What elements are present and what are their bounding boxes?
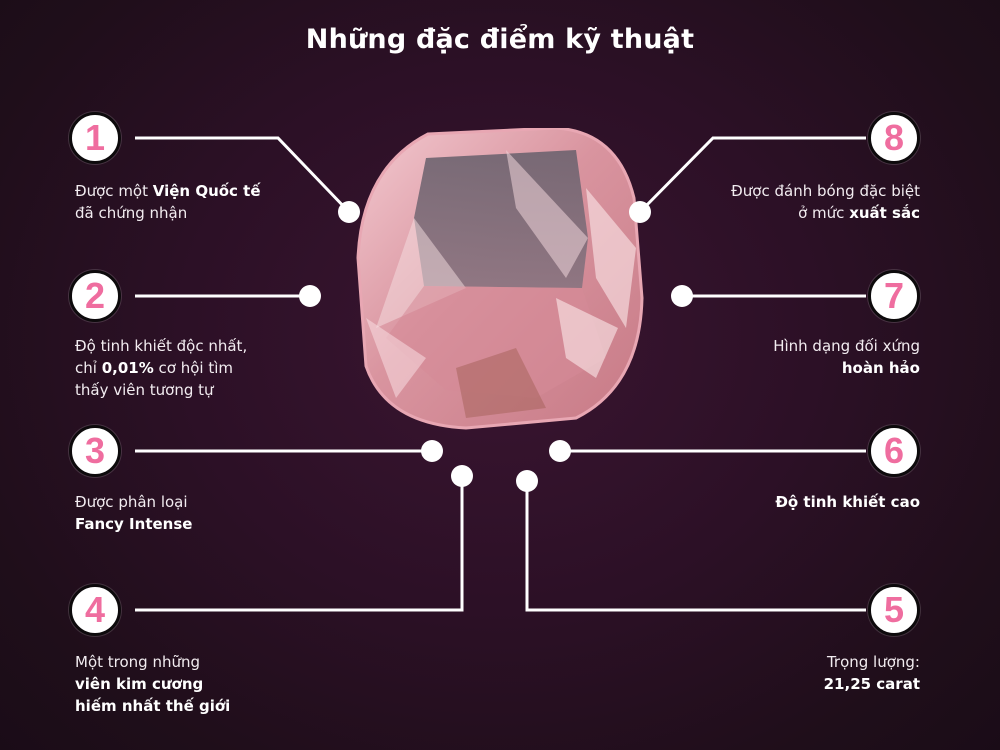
number-badge-3: 3 (69, 425, 121, 477)
anchor-dot-6 (549, 440, 571, 462)
connector-line-5 (525, 481, 866, 612)
infographic-title: Những đặc điểm kỹ thuật (305, 24, 695, 55)
feature-7-highlight: hoàn hảo (841, 359, 920, 377)
anchor-dot-8 (629, 201, 651, 223)
number-badge-5: 5 (868, 584, 920, 636)
feature-caption-1: Được một Viện Quốc tế đã chứng nhận (75, 182, 261, 222)
feature-3-highlight: Fancy Intense (75, 515, 193, 533)
connector-line-4 (135, 476, 464, 612)
number-badge-4: 4 (69, 584, 121, 636)
anchor-dot-2 (299, 285, 321, 307)
feature-2-highlight: 0,01% (101, 359, 154, 377)
number-badge-6: 6 (868, 425, 920, 477)
number-badge-8: 8 (868, 112, 920, 164)
feature-4-highlight-b: hiếm nhất thế giới (75, 697, 231, 715)
anchor-dot-4 (451, 465, 473, 487)
connector-line-1 (135, 136, 351, 214)
feature-8-highlight: xuất sắc (849, 204, 920, 222)
anchor-dot-1 (338, 201, 360, 223)
feature-caption-5: Trọng lượng: 21,25 carat (823, 653, 920, 693)
pink-diamond-image (356, 128, 644, 430)
feature-caption-6: Độ tinh khiết cao (775, 491, 920, 513)
feature-caption-7: Hình dạng đối xứng hoàn hảo (773, 337, 920, 377)
anchor-dot-7 (671, 285, 693, 307)
connector-line-8 (638, 136, 866, 214)
anchor-dot-5 (516, 470, 538, 492)
feature-1-highlight: Viện Quốc tế (152, 182, 261, 200)
feature-caption-4: Một trong những viên kim cương hiếm nhất… (75, 653, 231, 715)
number-badge-1: 1 (69, 112, 121, 164)
feature-caption-8: Được đánh bóng đặc biệt ở mức xuất sắc (731, 182, 920, 222)
feature-5-highlight: 21,25 carat (823, 675, 920, 693)
number-badge-2: 2 (69, 270, 121, 322)
feature-caption-3: Được phân loại Fancy Intense (75, 493, 193, 533)
anchor-dot-3 (421, 440, 443, 462)
number-badge-7: 7 (868, 270, 920, 322)
feature-6-highlight: Độ tinh khiết cao (775, 493, 920, 511)
feature-4-highlight-a: viên kim cương (75, 675, 204, 693)
feature-caption-2: Độ tinh khiết độc nhất, chỉ 0,01% cơ hội… (75, 337, 248, 399)
